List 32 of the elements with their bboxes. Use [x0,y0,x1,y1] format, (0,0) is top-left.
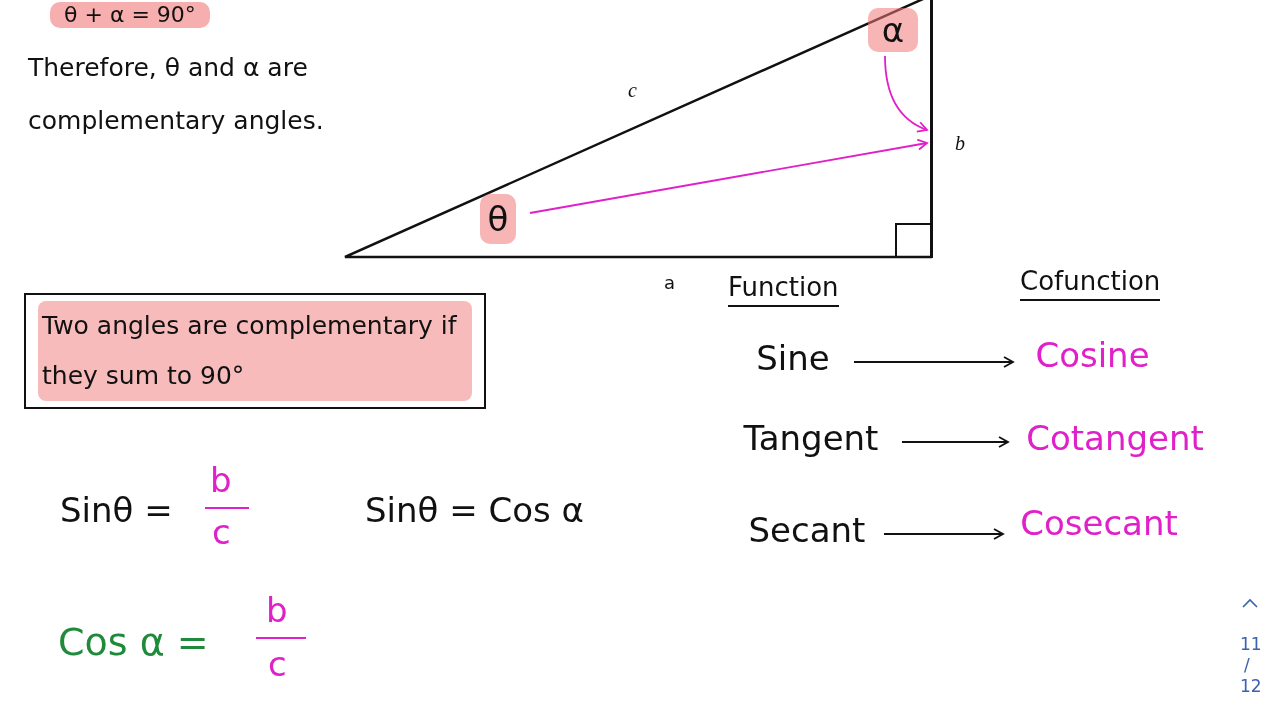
side-label: a [664,272,676,294]
cofunction-name: Cosecant [1015,498,1183,548]
triangle-side [930,0,933,258]
fraction-denominator: c [268,644,287,685]
arrow [884,55,928,133]
fraction-denominator: c [212,512,231,553]
equation: Cos α = [58,620,209,666]
fraction-numerator: b [210,460,232,501]
arrow [529,138,928,214]
arrow [883,528,1004,540]
angle-label: α [868,8,918,52]
explanation-text: Therefore, θ and α are complementary angles. [28,52,325,137]
arrow [853,356,1014,368]
function-name: Secant [746,505,868,555]
column-heading: Cofunction [1020,266,1161,302]
equation: Sinθ = Cos α [365,490,584,531]
side-label: b [955,131,965,155]
column-heading: Function [728,272,839,308]
page-number: 11 [1240,634,1262,655]
page-separator: / [1244,655,1250,676]
equation: θ + α = 90° [50,2,210,29]
side-label: c [628,78,637,102]
cofunction-name: Cotangent [1020,413,1210,463]
arrow [901,436,1009,448]
page-number: 12 [1240,676,1262,697]
definition-box: Two angles are complementary if they sum to 90° [24,293,486,409]
fraction-numerator: b [266,590,288,631]
function-name: Sine [748,333,838,383]
function-name: Tangent [736,413,886,463]
angle-label: θ [480,194,516,244]
cofunction-name: Cosine [1025,330,1160,380]
equation: Sinθ = [60,490,173,531]
